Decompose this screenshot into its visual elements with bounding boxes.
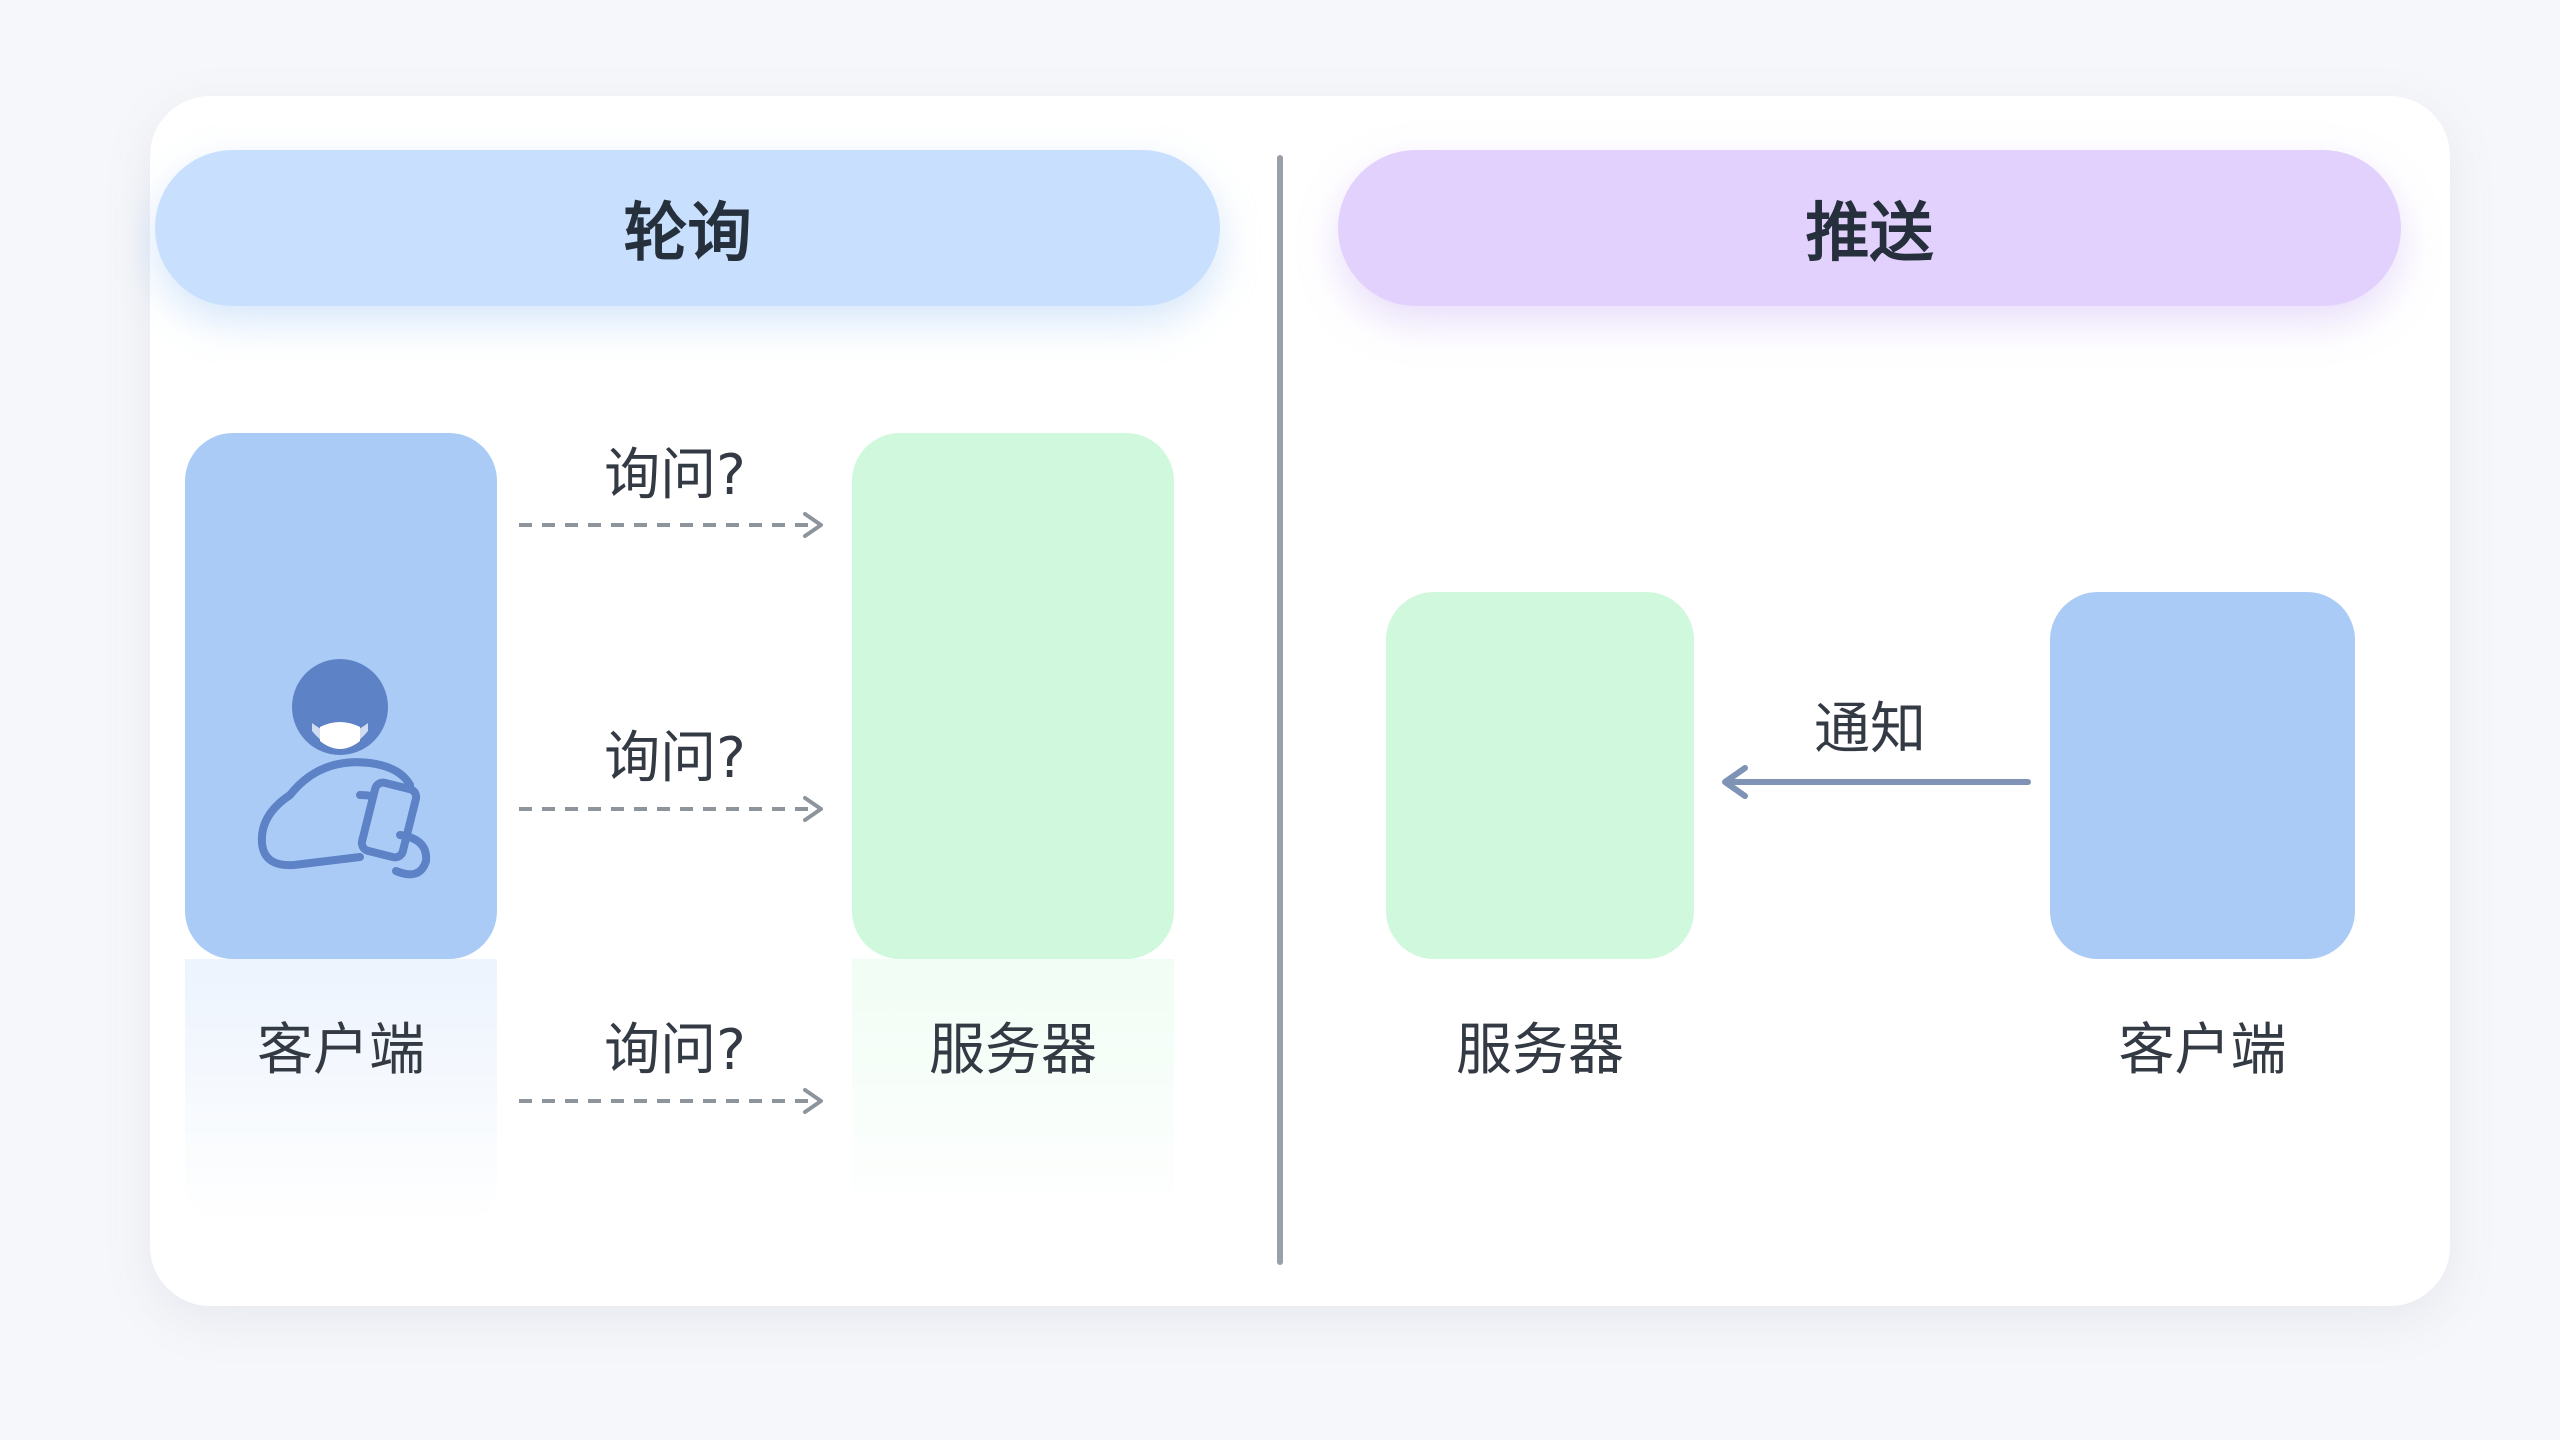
push-notify-label: 通知	[1814, 697, 1926, 762]
poll-request-label-1: 询问?	[604, 443, 746, 508]
push-client-box	[2050, 592, 2355, 959]
person-with-phone-icon	[257, 659, 431, 879]
push-server-label: 服务器	[1456, 1018, 1624, 1083]
poll-request-arrow-2	[519, 796, 823, 822]
push-notify-arrow	[1722, 765, 2031, 799]
push-title: 推送	[1805, 197, 1934, 271]
poll-request-arrow-3	[519, 1088, 823, 1114]
polling-server-reflection	[852, 959, 1174, 1224]
polling-client-label: 客户端	[257, 1018, 425, 1083]
push-server-box	[1386, 592, 1694, 959]
polling-client-reflection	[185, 959, 497, 1224]
poll-request-label-2: 询问?	[604, 726, 746, 791]
push-header: 推送	[1338, 150, 2401, 306]
poll-request-label-3: 询问?	[604, 1018, 746, 1083]
polling-server-label: 服务器	[929, 1018, 1097, 1083]
polling-title: 轮询	[623, 197, 752, 271]
push-client-label: 客户端	[2118, 1018, 2287, 1083]
poll-request-arrow-1	[519, 512, 823, 538]
section-divider	[1277, 155, 1283, 1265]
polling-server-box	[852, 433, 1174, 959]
polling-header: 轮询	[155, 150, 1220, 306]
